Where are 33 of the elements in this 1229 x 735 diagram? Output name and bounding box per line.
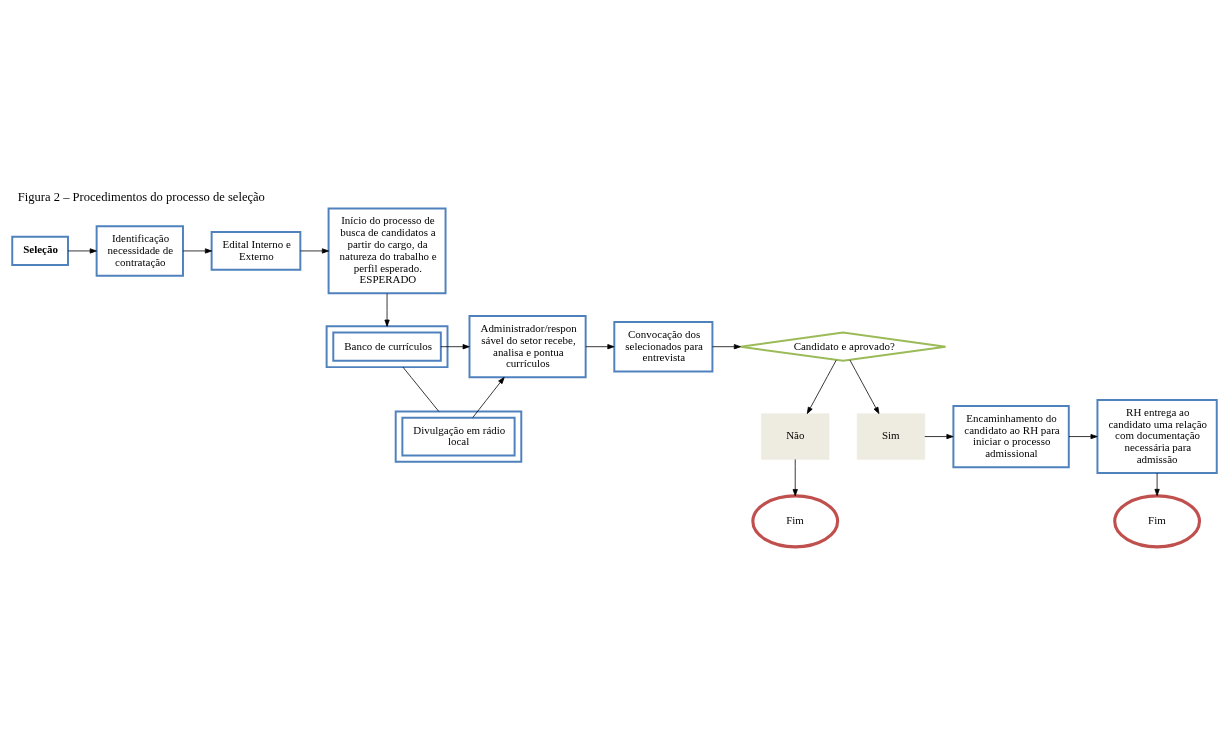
arrow (1154, 472, 1160, 496)
node-box: Banco de currículos (332, 331, 442, 362)
node-box: Edital Interno e Externo (210, 231, 302, 271)
node-box: RH entrega ao candidato uma relação com documentação necessária para admissão (1096, 399, 1218, 475)
node-box: Encaminhamento do candidato ao RH para iniciar o processo admissional (952, 404, 1070, 469)
arrow (792, 459, 798, 497)
node-box: Identificação necessidade de contratação (95, 225, 184, 277)
arrow (472, 377, 505, 418)
arrow (440, 344, 470, 350)
cluster (394, 410, 523, 463)
node-diamond: Candidato e aprovado? (739, 331, 947, 362)
node-ellipse: Fim (751, 494, 840, 549)
arrow (924, 434, 954, 440)
arrow (585, 344, 615, 350)
node-box: Divulgação em rádio local (401, 416, 516, 457)
arrow (384, 293, 390, 327)
node-box: Início do processo de busca de candidatos a partir do cargo, da natureza do trabalho e perfil esperado. ESPERADO (327, 207, 447, 295)
node-box: Seleção (11, 235, 69, 267)
node-ellipse: Fim (1113, 494, 1202, 549)
arrow (182, 248, 212, 254)
arrow (712, 344, 741, 350)
node-box: Administrador/respon sável do setor recebe, analisa e pontua currículos (468, 315, 587, 379)
diagram-title: Figura 2 – Procedimentos do processo de seleção (17, 190, 265, 205)
node-box: Não (761, 413, 830, 460)
node-box: Sim (856, 413, 926, 460)
cluster (325, 325, 449, 369)
arrow (1068, 434, 1098, 440)
arrow (67, 248, 97, 254)
arrow (300, 248, 329, 254)
connector (402, 366, 440, 412)
arrow (806, 359, 837, 414)
arrow (849, 359, 880, 414)
node-box: Convocação dos selecionados para entrevista (613, 321, 714, 373)
